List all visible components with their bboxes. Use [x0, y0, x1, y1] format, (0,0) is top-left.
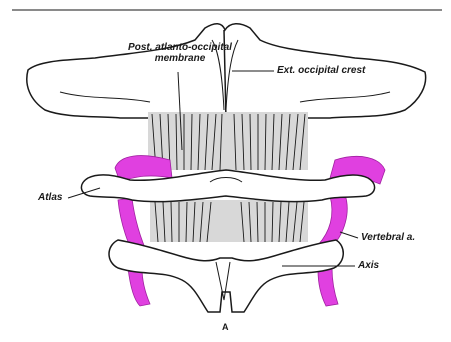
membrane-label-line2: membrane [105, 53, 255, 64]
occipital-bone [27, 24, 426, 120]
membrane-label-line1: Post. atlanto-occipital [105, 42, 255, 53]
atlas-label: Atlas [38, 192, 62, 203]
artery-leader [340, 232, 358, 238]
membrane-label: Post. atlanto-occipital membrane [105, 42, 255, 64]
vertebral-artery-label: Vertebral a. [361, 232, 415, 243]
ligament-fibers [150, 200, 308, 242]
occipital-crest-label: Ext. occipital crest [277, 65, 365, 76]
axis-label: Axis [358, 260, 379, 271]
membrane-fibers [148, 112, 308, 170]
panel-label: A [222, 322, 229, 333]
